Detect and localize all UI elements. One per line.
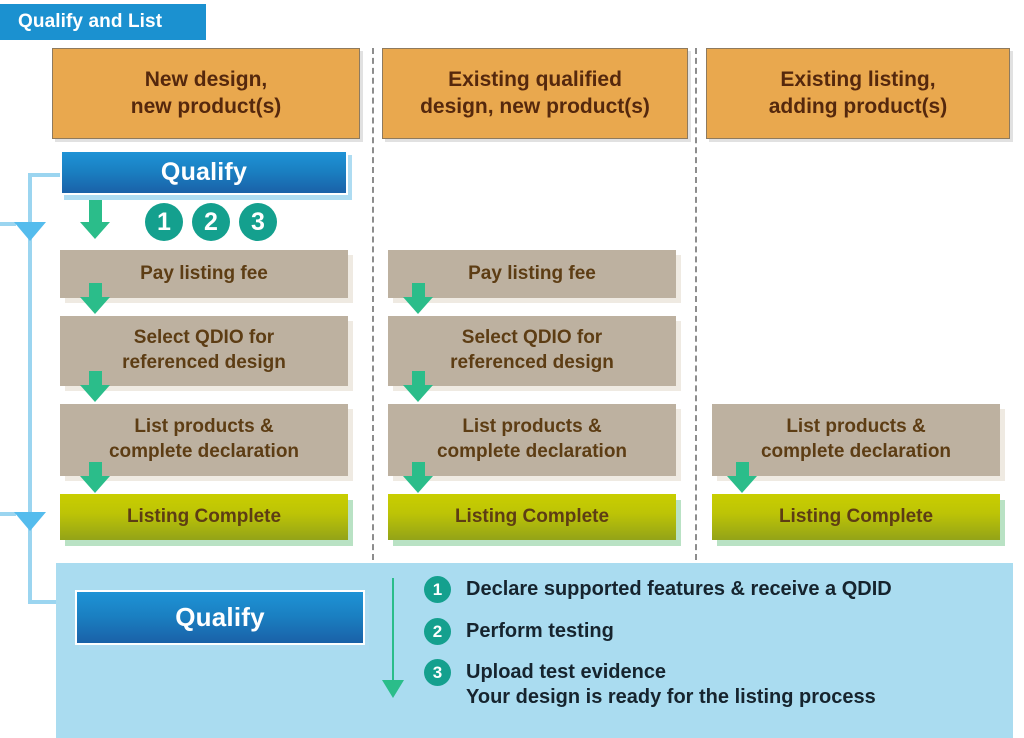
qualify-button-label: Qualify — [60, 150, 348, 195]
badge-3: 3 — [239, 203, 277, 241]
step-box-list-products-col1[interactable]: List products & complete declaration — [60, 404, 348, 476]
arrow-down-icon — [80, 371, 110, 402]
connector-vertical — [28, 173, 32, 604]
step-label-line1: Select QDIO for — [133, 327, 275, 349]
arrow-down-icon — [403, 283, 433, 314]
panel-item-2-text: Perform testing — [466, 620, 614, 642]
panel-item-2: 2 Perform testing — [424, 618, 614, 645]
connector-arrow-bottom — [14, 512, 46, 531]
final-box-listing-complete-col2[interactable]: Listing Complete — [388, 494, 676, 540]
header-line-2: design, new product(s) — [420, 94, 650, 118]
qualify-button-label: Qualify — [75, 590, 365, 645]
arrow-down-icon — [80, 283, 110, 314]
arrow-down-icon — [80, 200, 110, 239]
arrow-down-icon — [727, 462, 757, 493]
step-label: Pay listing fee — [140, 262, 268, 284]
step-label-line2: complete declaration — [760, 441, 952, 462]
step-box-pay-listing-fee-col1[interactable]: Pay listing fee — [60, 250, 348, 298]
step-label-line2: complete declaration — [436, 441, 628, 462]
connector-left-stub-top — [0, 222, 16, 226]
header-line-1: Existing qualified — [448, 67, 622, 91]
connector-arrow-top — [14, 222, 46, 241]
panel-item-3: 3 Upload test evidence Your design is re… — [424, 659, 876, 709]
final-label: Listing Complete — [454, 506, 610, 527]
header-line-2: new product(s) — [130, 94, 282, 118]
column-header-new-design: New design, new product(s) — [52, 48, 360, 139]
panel-item-3-text: Upload test evidence — [466, 661, 667, 683]
header-line-1: New design, — [144, 67, 268, 91]
badge-1: 1 — [145, 203, 183, 241]
step-label-line2: referenced design — [122, 352, 286, 373]
connector-bottom-horizontal — [28, 600, 80, 604]
badge-2: 2 — [192, 203, 230, 241]
step-box-select-qdio-col1[interactable]: Select QDIO for referenced design — [60, 316, 348, 386]
final-label: Listing Complete — [778, 506, 934, 527]
panel-item-1-text: Declare supported features & receive a Q… — [466, 578, 892, 600]
step-label-line1: List products & — [134, 416, 274, 438]
panel-arrow-down-icon — [382, 680, 404, 698]
step-label-line2: referenced design — [450, 352, 614, 373]
header-line-1: Existing listing, — [780, 67, 936, 91]
panel-badge-2: 2 — [424, 618, 451, 645]
final-box-listing-complete-col1[interactable]: Listing Complete — [60, 494, 348, 540]
panel-badge-3: 3 — [424, 659, 451, 686]
step-box-select-qdio-col2[interactable]: Select QDIO for referenced design — [388, 316, 676, 386]
arrow-down-icon — [80, 462, 110, 493]
step-box-pay-listing-fee-col2[interactable]: Pay listing fee — [388, 250, 676, 298]
step-label: Pay listing fee — [468, 262, 596, 284]
step-label-line1: List products & — [462, 416, 602, 438]
step-label-line2: complete declaration — [108, 441, 300, 462]
final-box-listing-complete-col3[interactable]: Listing Complete — [712, 494, 1000, 540]
column-divider-2 — [695, 48, 697, 560]
step-box-list-products-col3[interactable]: List products & complete declaration — [712, 404, 1000, 476]
connector-top-horizontal — [28, 173, 64, 177]
panel-item-1: 1 Declare supported features & receive a… — [424, 576, 892, 603]
arrow-down-icon — [403, 462, 433, 493]
step-label-line1: Select QDIO for — [461, 327, 603, 349]
arrow-down-icon — [403, 371, 433, 402]
page-title: Qualify and List — [0, 4, 206, 40]
panel-arrow-shaft — [392, 578, 394, 688]
column-header-existing-listing: Existing listing, adding product(s) — [706, 48, 1010, 139]
final-label: Listing Complete — [126, 506, 282, 527]
header-line-2: adding product(s) — [768, 94, 948, 118]
connector-left-stub-bottom — [0, 512, 16, 516]
qualify-button-top[interactable]: Qualify — [60, 150, 352, 200]
column-divider-1 — [372, 48, 374, 560]
step-box-list-products-col2[interactable]: List products & complete declaration — [388, 404, 676, 476]
qualify-button-bottom[interactable]: Qualify — [75, 590, 369, 650]
step-label-line1: List products & — [786, 416, 926, 438]
panel-badge-1: 1 — [424, 576, 451, 603]
panel-item-3-subtext: Your design is ready for the listing pro… — [466, 686, 876, 708]
column-header-existing-qualified-design: Existing qualified design, new product(s… — [382, 48, 688, 139]
